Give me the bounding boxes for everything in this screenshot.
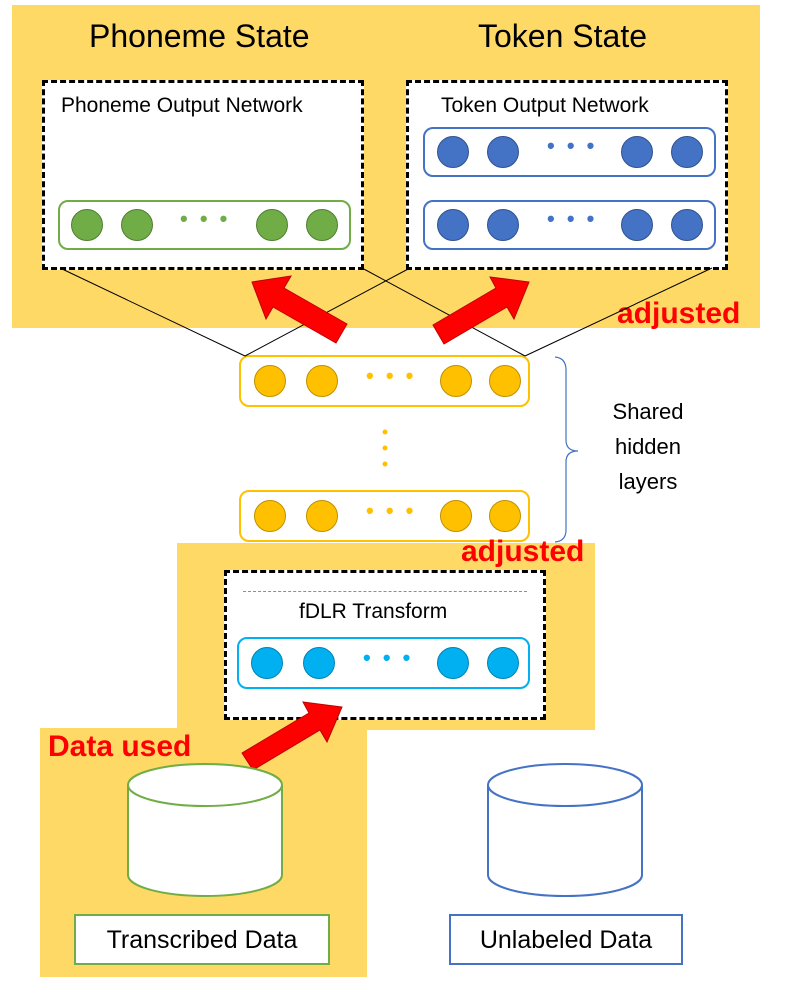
shared-hidden-layer-top: • • • (239, 355, 530, 407)
ellipsis: • • • (180, 206, 231, 231)
node (306, 365, 338, 397)
node (306, 209, 338, 241)
node (621, 136, 653, 168)
arrow-to-token (432, 276, 530, 345)
node (487, 209, 519, 241)
node (621, 209, 653, 241)
transcribed-data-label: Transcribed Data (106, 926, 298, 954)
phoneme-output-label: Phoneme Output Network (61, 94, 303, 117)
node (303, 647, 335, 679)
node (487, 136, 519, 168)
vertical-dot (382, 461, 388, 467)
node (489, 500, 521, 532)
node (254, 500, 286, 532)
unlabeled-data-cylinder (487, 763, 643, 897)
data-used-label: Data used (48, 730, 192, 763)
node (121, 209, 153, 241)
ellipsis: • • • (547, 206, 598, 231)
node (671, 209, 703, 241)
node (437, 209, 469, 241)
node (437, 136, 469, 168)
phoneme-output-layer: • • • (58, 200, 351, 250)
token-output-layer: • • • (423, 200, 716, 250)
node (487, 647, 519, 679)
node (306, 500, 338, 532)
node (71, 209, 103, 241)
fdlr-transform-label: fDLR Transform (299, 600, 448, 623)
arrow-to-phoneme (251, 275, 348, 344)
fdlr-divider (243, 591, 527, 592)
phoneme-state-title: Phoneme State (89, 18, 310, 54)
connection-line (59, 267, 246, 357)
token-output-network: Token Output Network • • • • • • (406, 80, 728, 270)
fdlr-layer: • • • (237, 637, 530, 689)
ellipsis: • • • (363, 645, 414, 670)
node (671, 136, 703, 168)
unlabeled-data-label: Unlabeled Data (479, 926, 653, 954)
ellipsis: • • • (366, 498, 417, 523)
node (256, 209, 288, 241)
node (440, 500, 472, 532)
shared-layers-brace (554, 356, 579, 543)
node (251, 647, 283, 679)
node (440, 365, 472, 397)
arrow-to-fdlr (241, 701, 343, 771)
token-output-layer: • • • (423, 127, 716, 177)
connection-line (524, 267, 713, 357)
phoneme-output-network: Phoneme Output Network • • • (42, 80, 364, 270)
unlabeled-data-box: Unlabeled Data (449, 914, 683, 965)
ellipsis: • • • (366, 363, 417, 388)
fdlr-transform-box: fDLR Transform • • • (224, 570, 546, 720)
shared-hidden-layers-label: Shared hidden layers (612, 399, 684, 494)
adjusted-label-middle: adjusted (461, 535, 585, 568)
token-output-label: Token Output Network (441, 94, 649, 117)
node (254, 365, 286, 397)
vertical-dot (382, 429, 388, 435)
connection-line (361, 267, 526, 357)
shared-hidden-layer-bottom: • • • (239, 490, 530, 542)
node (489, 365, 521, 397)
connection-line (244, 267, 411, 357)
transcribed-data-cylinder (127, 763, 283, 897)
token-state-title: Token State (478, 18, 647, 54)
node (437, 647, 469, 679)
transcribed-data-box: Transcribed Data (74, 914, 330, 965)
ellipsis: • • • (547, 133, 598, 158)
vertical-dot (382, 445, 388, 451)
